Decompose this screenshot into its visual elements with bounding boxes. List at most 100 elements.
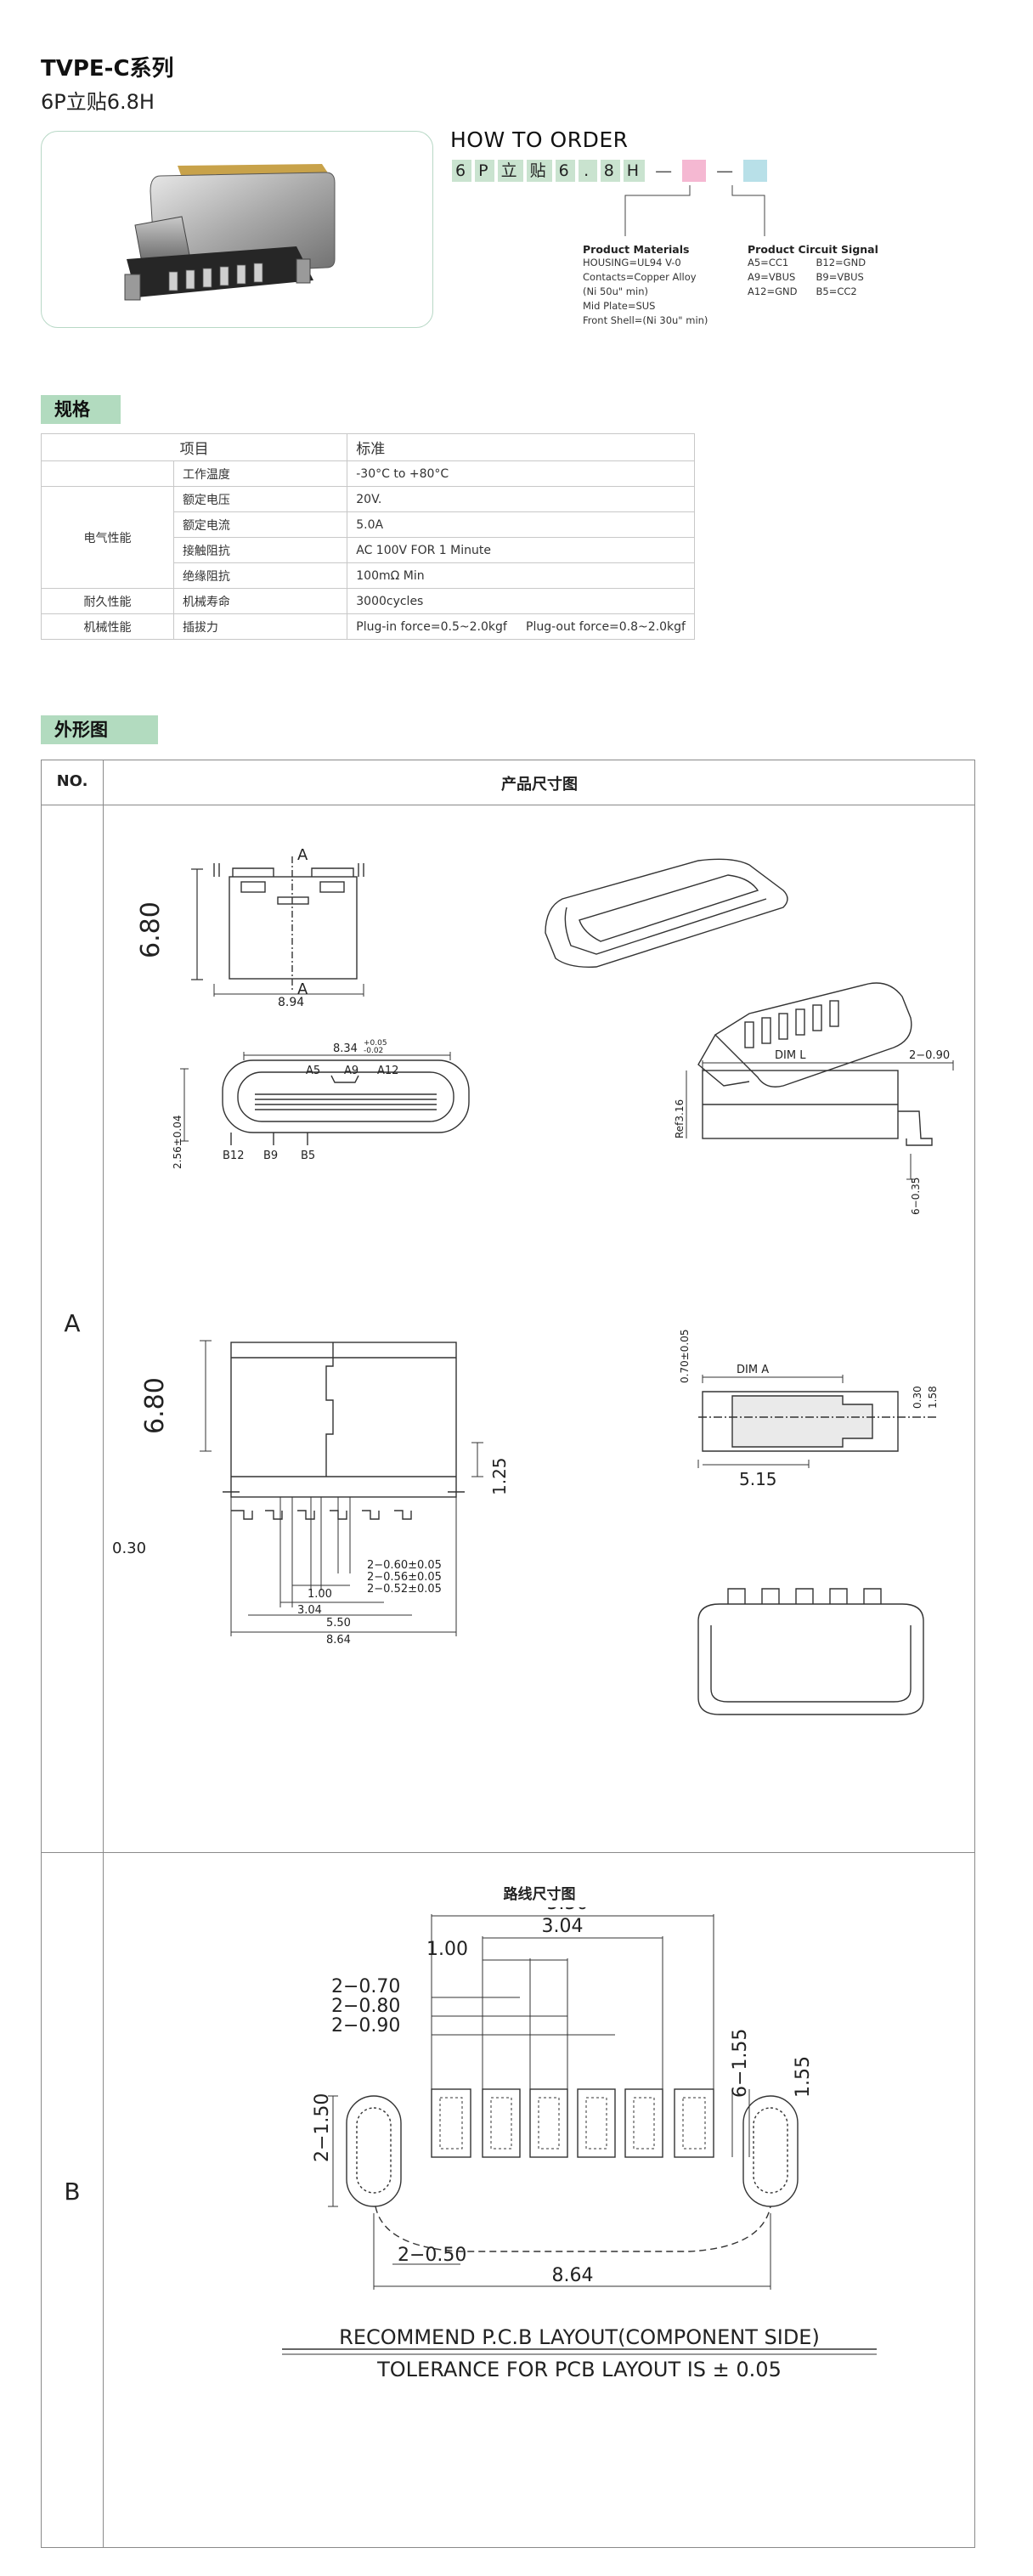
spec-item: 接触阻抗 (172, 537, 348, 563)
spec-row: 额定电流 5.0A (42, 511, 695, 538)
order-leader-lines (624, 185, 765, 236)
dim-side-ref: Ref3.16 (674, 1099, 686, 1138)
spec-group: 机械性能 (41, 613, 174, 640)
signal-entry: B12=GND (816, 257, 866, 268)
spec-row: 机械性能 插拔力 Plug-in force=0.5~2.0kgf Plug-o… (41, 613, 695, 640)
dim-span-550: 5.50 (326, 1617, 351, 1630)
spec-group: 耐久性能 (41, 588, 174, 614)
code-char: 8 (600, 160, 620, 182)
spec-row: 接触阻抗 AC 100V FOR 1 Minute (42, 537, 695, 563)
dim-bottom-height: 6.80 (140, 1377, 170, 1434)
signals-heading: Product Circuit Signal (748, 243, 878, 256)
spec-value: 20V. (347, 486, 695, 512)
materials-line: Mid Plate=SUS (583, 300, 656, 312)
spec-header-item: 项目 (40, 433, 348, 461)
page-title: TVPE-C系列 (41, 56, 174, 82)
spec-header-row: 项目 标准 (40, 433, 695, 461)
materials-heading: Product Materials (583, 243, 690, 256)
dim-cross-158: 1.58 (927, 1386, 939, 1409)
material-option-box (682, 160, 707, 182)
spec-row: 绝缘阻抗 100mΩ Min (42, 562, 695, 589)
how-to-order-title: HOW TO ORDER (450, 127, 629, 152)
col-title-header: 产品尺寸图 (501, 776, 578, 794)
dim-b-864: 8.64 (552, 2265, 594, 2286)
materials-line: Contacts=Copper Alloy (583, 271, 697, 283)
signal-entry: A5=CC1 (748, 257, 789, 268)
signal-entry: B5=CC2 (816, 285, 857, 297)
code-char: . (578, 160, 597, 182)
outline-section-tag: 外形图 (41, 715, 158, 744)
dim-cross-070: 0.70±0.05 (679, 1330, 691, 1384)
spec-row: 电气性能 额定电压 20V. (41, 486, 695, 589)
spec-row: 耐久性能 机械寿命 3000cycles (41, 588, 695, 614)
spec-value: -30°C to +80°C (347, 460, 695, 487)
spec-header-standard: 标准 (347, 433, 695, 461)
connector-photo-illustration (124, 164, 336, 301)
product-signals: Product Circuit Signal A5=CC1 A9=VBUS A1… (748, 243, 878, 299)
materials-line: HOUSING=UL94 V-0 (583, 257, 681, 268)
order-code-row: 6 P 立 贴 6 . 8 H — — (452, 160, 768, 182)
row-a-drawings: 6.80 8.94 A A 8.34 +0.05 -0.02 A5 A9 A12… (112, 846, 954, 1715)
spec-value: 3000cycles (347, 588, 695, 614)
dim-side-pin: 2−0.90 (909, 1049, 950, 1062)
dim-bottom-right: 1.25 (489, 1457, 510, 1495)
dim-span-864: 8.64 (326, 1634, 351, 1647)
outline-drawing-frame: NO. 产品尺寸图 A B (41, 760, 975, 2548)
code-char: 贴 (526, 160, 552, 182)
spec-value: 100mΩ Min (347, 562, 695, 589)
dim-cross-a: DIM A (737, 1364, 769, 1376)
dim-bottom-left: 0.30 (112, 1539, 146, 1557)
spec-table: 项目 标准 工作温度 -30°C to +80°C 电气性能 额定电压 20V.… (40, 433, 695, 640)
spec-item: 额定电压 (172, 486, 348, 512)
dim-top-height: 6.80 (136, 901, 166, 958)
spec-row: 工作温度 -30°C to +80°C (41, 460, 695, 487)
code-dash: — (716, 161, 734, 181)
page-subtitle: 6P立贴6.8H (41, 90, 155, 114)
code-char: 立 (497, 160, 523, 182)
spec-item: 工作温度 (172, 460, 348, 487)
dim-front-width: 8.34 (333, 1042, 358, 1055)
dim-b-050: 2−0.50 (398, 2245, 466, 2266)
spec-item: 绝缘阻抗 (172, 562, 348, 589)
pin-b12: B12 (223, 1150, 244, 1162)
pin-a5: A5 (306, 1065, 320, 1077)
signal-option-box (743, 160, 768, 182)
dim-b-304: 3.04 (542, 1916, 584, 1937)
layout-title: 路线尺寸图 (503, 1886, 576, 1903)
pin-a12: A12 (377, 1065, 398, 1077)
pin-b5: B5 (301, 1150, 315, 1162)
dim-b-550: 5.50 (547, 1907, 589, 1914)
dim-b-100: 1.00 (426, 1939, 468, 1960)
product-materials: Product Materials HOUSING=UL94 V-0 Conta… (583, 243, 708, 328)
dim-pin-width: 2−0.56±0.05 (367, 1571, 442, 1584)
dim-b-070: 2−0.70 (331, 1976, 400, 1997)
pin-a9: A9 (344, 1065, 358, 1077)
code-dash: — (655, 161, 673, 181)
layout-note-2: TOLERANCE FOR PCB LAYOUT IS ± 0.05 (376, 2358, 782, 2381)
dim-cross-030: 0.30 (912, 1386, 923, 1409)
dim-b-150: 2−1.50 (312, 2093, 333, 2162)
spec-item: 机械寿命 (172, 588, 348, 614)
dim-side-pin2: 6−0.35 (910, 1178, 922, 1215)
spec-value: AC 100V FOR 1 Minute (347, 537, 695, 563)
dim-b-155: 1.55 (793, 2056, 814, 2098)
code-char: P (475, 160, 494, 182)
product-photo-frame (41, 131, 433, 328)
dim-front-height: 2.56±0.04 (172, 1116, 183, 1170)
dim-side-length: DIM L (775, 1049, 806, 1062)
spec-item: 额定电流 (172, 511, 348, 538)
code-char: 6 (452, 160, 472, 182)
spec-value: Plug-in force=0.5~2.0kgf Plug-out force=… (347, 613, 695, 640)
row-b-pcb-layout: 5.50 3.04 1.00 2−0.70 2−0.80 2−0.90 2−1.… (282, 1907, 877, 2381)
dim-b-6155: 6−1.55 (730, 2029, 751, 2098)
spec-group: 电气性能 (41, 486, 174, 589)
dim-front-tol-up: +0.05 (364, 1039, 387, 1048)
materials-line: (Ni 50u" min) (583, 285, 648, 297)
code-char: H (623, 160, 646, 182)
section-marker: A (297, 980, 308, 998)
signal-entry: B9=VBUS (816, 271, 864, 283)
spec-value: 5.0A (347, 511, 695, 538)
materials-line: Front Shell=(Ni 30u" min) (583, 314, 708, 326)
row-label-a: A (64, 1309, 81, 1337)
section-marker: A (297, 846, 308, 864)
